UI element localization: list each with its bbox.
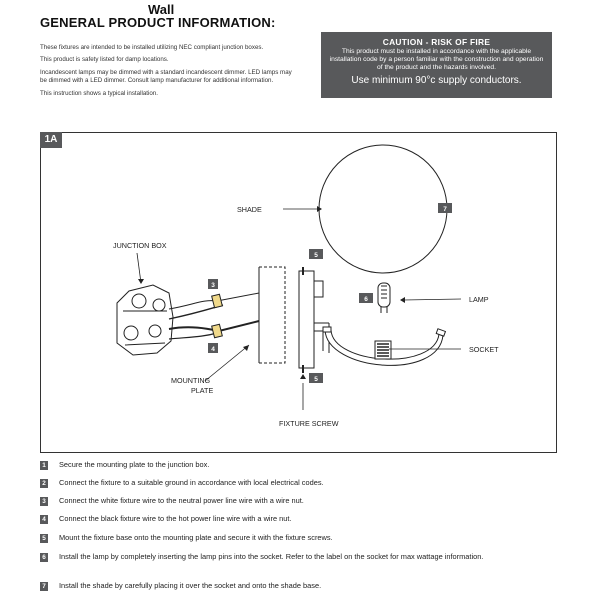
product-type-label: Wall [148,2,175,17]
junction-box-label: JUNCTION BOX [113,241,167,250]
step-item: 6 Install the lamp by completely inserti… [40,552,560,562]
installation-figure: SHADE JUNCTION BOX LAMP SOCKET MOUNTING … [40,132,557,453]
installation-diagram: SHADE JUNCTION BOX LAMP SOCKET MOUNTING … [113,144,499,428]
intro-paragraph: This instruction shows a typical install… [40,89,158,97]
figure-tag: 1A [40,132,62,148]
callout-badge: 4 [208,343,218,353]
step-text: Connect the white fixture wire to the ne… [59,496,304,505]
callout-badge: 7 [438,203,452,213]
callout-badge: 6 [359,293,373,303]
step-item: 7 Install the shade by carefully placing… [40,581,560,591]
lamp-label: LAMP [469,295,489,304]
step-item: 4 Connect the black fixture wire to the … [40,514,560,524]
step-text: Install the lamp by completely inserting… [59,552,484,561]
caution-body: This product must be installed in accord… [329,48,544,72]
callout-badge: 5 [309,249,323,259]
mounting-plate [258,266,286,364]
intro-paragraph: This product is safety listed for damp l… [40,56,169,64]
svg-text:4: 4 [211,346,215,353]
step-item: 5 Mount the fixture base onto the mounti… [40,533,560,543]
mounting-plate-label: PLATE [191,386,213,395]
shade-label: SHADE [237,205,262,214]
svg-text:5: 5 [314,376,318,383]
step-number: 5 [40,533,48,543]
section-heading: GENERAL PRODUCT INFORMATION: [40,15,276,30]
step-text: Mount the fixture base onto the mounting… [59,533,333,542]
step-number: 3 [40,496,48,506]
intro-paragraph: Incandescent lamps may be dimmed with a … [40,68,292,85]
caution-title: CAUTION - RISK OF FIRE [382,37,491,47]
step-item: 3 Connect the white fixture wire to the … [40,496,560,506]
socket-label: SOCKET [469,345,499,354]
svg-text:3: 3 [211,282,215,289]
step-number: 2 [40,478,48,488]
step-number: 6 [40,552,48,562]
step-number: 4 [40,514,48,524]
step-item: 1 Secure the mounting plate to the junct… [40,460,560,470]
step-text: Install the shade by carefully placing i… [59,581,322,590]
caution-box: CAUTION - RISK OF FIRE This product must… [321,32,552,98]
svg-text:5: 5 [314,252,318,259]
step-item: 2 Connect the fixture to a suitable grou… [40,478,560,488]
mounting-plate-label: MOUNTING [171,376,211,385]
step-number: 1 [40,460,48,470]
step-number: 7 [40,581,48,591]
svg-text:7: 7 [443,206,447,213]
intro-paragraph: These fixtures are intended to be instal… [40,44,264,51]
fixture-screw-label: FIXTURE SCREW [279,419,339,428]
svg-text:6: 6 [364,296,368,303]
step-text: Connect the fixture to a suitable ground… [59,478,324,487]
shade-globe [318,144,448,274]
lamp-bulb [377,282,391,308]
fixture-base [298,270,315,369]
callout-badge: 5 [309,373,323,383]
callout-badge: 3 [208,279,218,289]
intro-text: These fixtures are intended to be instal… [40,44,298,102]
caution-footer: Use minimum 90°c supply conductors. [351,75,522,87]
step-text: Connect the black fixture wire to the ho… [59,514,292,523]
step-text: Secure the mounting plate to the junctio… [59,460,210,469]
fixture-arm [313,322,330,353]
